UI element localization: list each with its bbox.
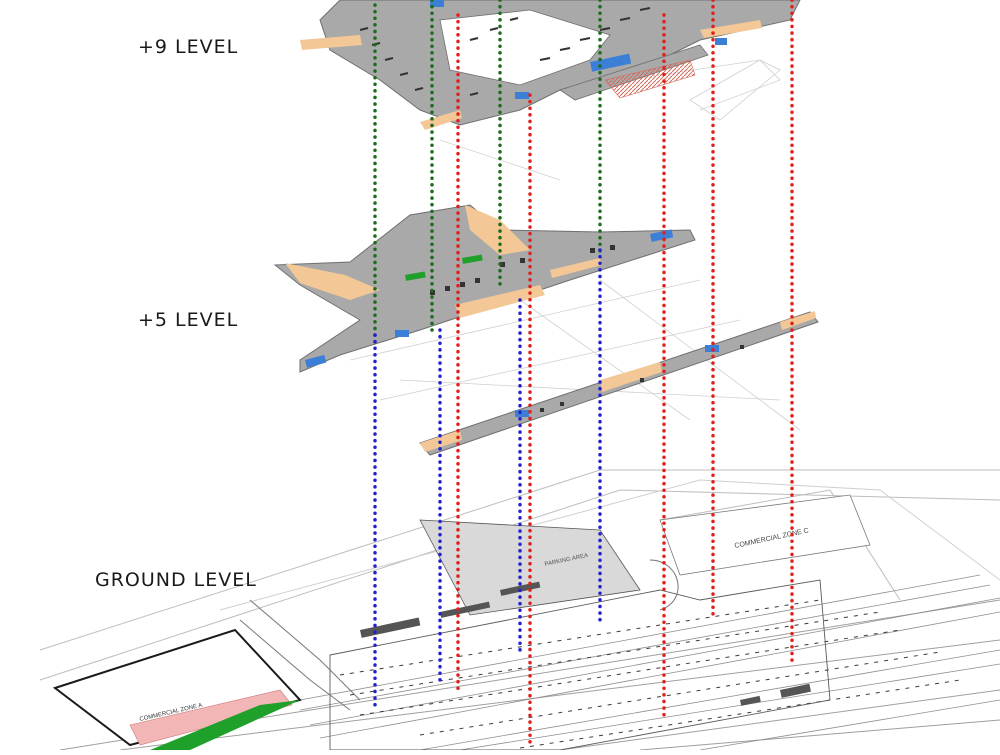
platform-markings — [339, 599, 961, 749]
ground-level-label: GROUND LEVEL — [95, 569, 257, 591]
commercial-zone-c — [659, 494, 871, 576]
shop-block — [465, 205, 530, 255]
service-core — [515, 92, 529, 99]
service-core — [395, 330, 409, 337]
service-core — [430, 0, 444, 7]
railway-tracks — [299, 574, 1000, 751]
green-marker — [461, 254, 483, 264]
parking-area — [419, 519, 641, 616]
service-core — [650, 229, 674, 242]
service-core — [715, 38, 727, 45]
service-core — [515, 410, 529, 417]
commercial-zone-a-retail — [129, 689, 293, 746]
green-strip — [150, 700, 300, 750]
shop-block — [285, 263, 380, 300]
level-9-atrium-void — [439, 9, 611, 86]
shop-block — [600, 362, 662, 392]
shop-block — [700, 20, 762, 38]
station-outline — [329, 579, 831, 751]
vertical-connectors — [373, 0, 794, 747]
level-5-plan — [273, 204, 819, 456]
shop-block — [300, 35, 362, 50]
hatched-zone — [604, 59, 696, 99]
level-9-label: +9 LEVEL — [138, 36, 239, 58]
level-9-plan — [300, 0, 801, 181]
shop-block — [780, 311, 816, 330]
green-marker — [405, 271, 426, 281]
level-5-label: +5 LEVEL — [138, 309, 239, 331]
shop-block — [455, 285, 545, 318]
level-5-main-slab — [273, 204, 696, 373]
service-core — [305, 354, 327, 368]
shop-block — [550, 258, 602, 278]
